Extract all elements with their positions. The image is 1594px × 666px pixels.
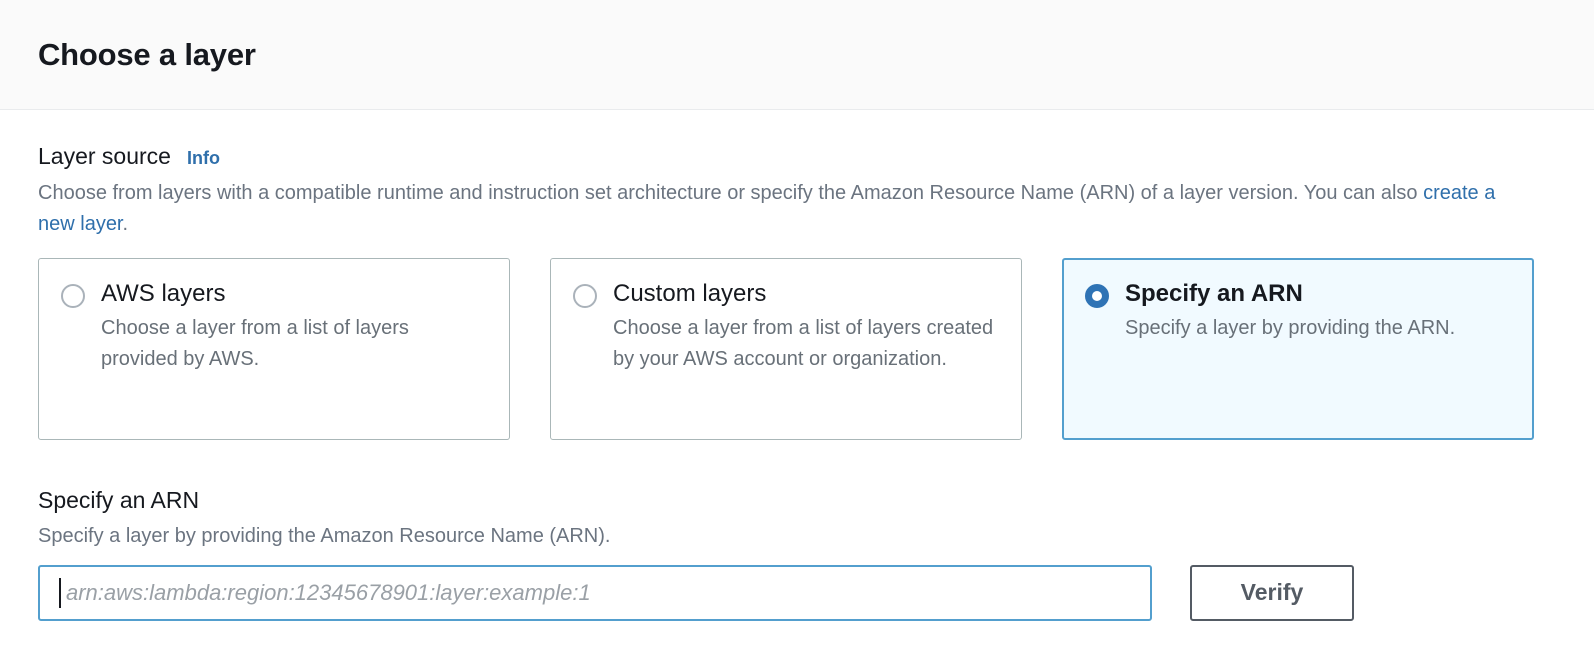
layer-source-label: Layer source [38, 143, 171, 169]
radio-card-title: AWS layers [101, 279, 226, 307]
layer-source-description-text-2: . [122, 212, 129, 235]
radio-icon-unselected[interactable] [573, 283, 597, 308]
arn-input[interactable] [38, 564, 1152, 621]
text-caret-icon [59, 577, 61, 608]
radio-card-title: Specify an ARN [1125, 279, 1303, 307]
arn-input-row: Verify [38, 564, 1556, 621]
radio-card-title: Custom layers [613, 279, 767, 307]
radio-icon-unselected[interactable] [61, 283, 85, 308]
arn-section-subtext: Specify a layer by providing the Amazon … [38, 524, 611, 547]
info-link[interactable]: Info [186, 148, 220, 168]
radio-card-custom-layers[interactable]: Custom layers Choose a layer from a list… [550, 257, 1022, 440]
specify-an-arn-section: Specify an ARN Specify a layer by provid… [38, 486, 1556, 621]
layer-source-description-text-1: Choose from layers with a compatible run… [38, 181, 1424, 204]
radio-card-description: Choose a layer from a list of layers pro… [101, 316, 409, 370]
modal-body: Layer source Info Choose from layers wit… [0, 110, 1594, 621]
radio-card-specify-an-arn[interactable]: Specify an ARN Specify a layer by provid… [1062, 257, 1534, 440]
radio-card-description: Specify a layer by providing the ARN. [1125, 316, 1456, 339]
arn-input-wrapper [38, 564, 1152, 621]
layer-source-description: Choose from layers with a compatible run… [38, 178, 1498, 240]
layer-source-radio-group: AWS layers Choose a layer from a list of… [38, 257, 1556, 440]
verify-button[interactable]: Verify [1190, 564, 1354, 621]
modal-header: Choose a layer [0, 0, 1594, 110]
arn-section-heading: Specify an ARN [38, 486, 200, 513]
radio-card-description: Choose a layer from a list of layers cre… [613, 316, 994, 370]
radio-icon-selected[interactable] [1085, 283, 1109, 308]
radio-card-aws-layers[interactable]: AWS layers Choose a layer from a list of… [38, 257, 510, 440]
layer-source-label-row: Layer source Info [38, 142, 1556, 171]
create-a-new-layer-link[interactable]: create a new layer [38, 181, 1496, 235]
page-title: Choose a layer [38, 36, 256, 72]
